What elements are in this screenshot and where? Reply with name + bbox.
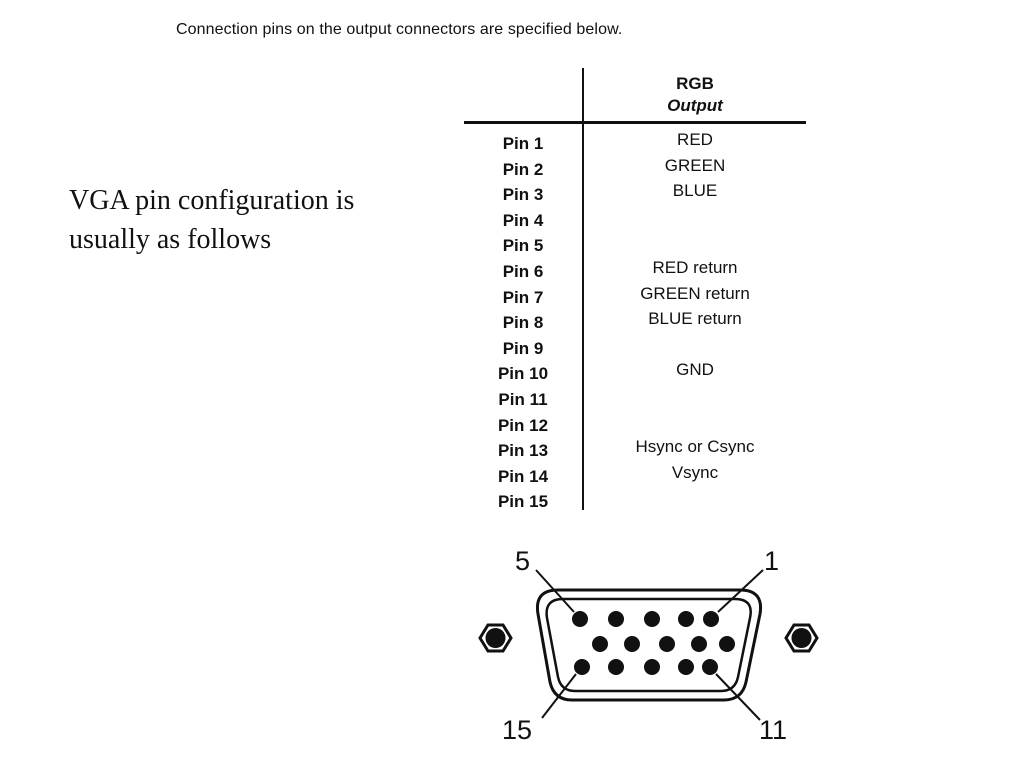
table-row: Pin 14 Vsync: [464, 463, 806, 489]
pins-row-top: [572, 611, 719, 627]
caption-text: Connection pins on the output connectors…: [176, 21, 623, 38]
leader-pin-5: [535, 569, 575, 613]
pin-label: Pin 15: [497, 492, 549, 512]
table-row: Pin 2 GREEN: [464, 156, 806, 182]
table-row: Pin 10 GND: [464, 360, 806, 386]
pin-signal: BLUE: [672, 181, 718, 201]
leader-pin-11: [715, 673, 761, 721]
pin-signal: GND: [676, 360, 714, 380]
leader-pin-15: [541, 673, 577, 719]
table-row: Pin 15: [464, 488, 806, 514]
pins-row-middle: [592, 636, 735, 652]
label-pin-1: 1: [764, 546, 779, 576]
pin-label: Pin 4: [502, 210, 544, 230]
pin-label: Pin 10: [497, 364, 549, 384]
table-header-output: Output: [667, 96, 723, 115]
table-row: Pin 3 BLUE: [464, 181, 806, 207]
left-screw-icon: [478, 623, 513, 653]
side-text: VGA pin configuration is usually as foll…: [69, 185, 355, 255]
pin-signal: GREEN return: [640, 283, 750, 303]
label-pin-5: 5: [515, 546, 530, 576]
table-row: Pin 1 RED: [464, 130, 806, 156]
pin-label: Pin 14: [497, 466, 549, 486]
table-vertical-rule: [582, 68, 584, 510]
table-row: Pin 4: [464, 207, 806, 233]
pin-signal: RED: [677, 130, 713, 149]
pins-row-bottom: [574, 659, 718, 675]
leader-pin-1: [717, 569, 764, 613]
pin-label: Pin 11: [498, 390, 548, 409]
pin-signal: Vsync: [671, 462, 719, 482]
pin-label: Pin 1: [502, 134, 544, 153]
pin-signal: Hsync or Csync: [635, 437, 755, 457]
pin-label: Pin 7: [502, 287, 544, 307]
pin-label: Pin 2: [502, 159, 544, 179]
table-header-rgb: RGB: [676, 74, 714, 93]
table-row: Pin 8 BLUE return: [464, 309, 806, 335]
table-row: Pin 12: [464, 412, 806, 438]
table-row: Pin 9: [464, 335, 806, 361]
label-pin-11: 11: [759, 715, 787, 745]
pin-label: Pin 12: [497, 415, 549, 435]
pin-signal: BLUE return: [648, 309, 742, 329]
table-row: Pin 6 RED return: [464, 258, 806, 284]
label-pin-15: 15: [502, 715, 532, 745]
pin-label: Pin 3: [502, 185, 544, 205]
pin-label: Pin 13: [497, 441, 549, 461]
pin-label: Pin 5: [502, 236, 544, 256]
connector-shell-inner: [545, 597, 752, 693]
table-row: Pin 7 GREEN return: [464, 284, 806, 310]
pin-label: Pin 8: [502, 313, 544, 333]
pin-label: Pin 6: [502, 262, 544, 281]
table-row: Pin 5: [464, 232, 806, 258]
pin-signal: RED return: [652, 258, 738, 277]
vga-connector-diagram: 5 1 15 11: [478, 546, 819, 745]
table-row: Pin 11: [464, 386, 806, 412]
table-header-rule: [464, 121, 806, 124]
pin-label: Pin 9: [502, 338, 544, 358]
table-row: Pin 13 Hsync or Csync: [464, 437, 806, 463]
pin-signal: GREEN: [664, 155, 726, 175]
right-screw-icon: [784, 623, 819, 653]
